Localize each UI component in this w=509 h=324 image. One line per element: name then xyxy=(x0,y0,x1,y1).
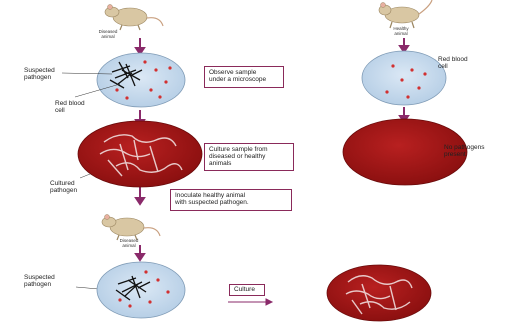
suspected-pathogen-label-2: Suspected pathogen xyxy=(24,274,55,288)
culture-sample-step-box: Culture sample from diseased or healthy … xyxy=(204,143,294,171)
culture-arrow xyxy=(228,299,272,305)
cultured-pathogen-label: Cultured pathogen xyxy=(50,180,77,194)
cultured-pathogen-agar-plate xyxy=(78,121,202,187)
suspected-pathogen-label: Suspected pathogen xyxy=(24,67,55,81)
healthy-blood-sample-dish xyxy=(362,51,446,105)
diseased-mouse-top-icon xyxy=(105,5,163,31)
observe-step-box: Observe sample under a microscope xyxy=(204,66,284,88)
diseased-blood-sample-dish xyxy=(97,53,185,107)
healthy-red-blood-cell-label: Red blood cell xyxy=(438,56,468,70)
healthy-mouse-top-icon xyxy=(379,0,432,28)
diseased-mouse-bottom-icon xyxy=(102,215,160,241)
healthy-animal-label: Healthy animal xyxy=(386,26,416,36)
diseased-animal-label: Diseased animal xyxy=(93,29,123,39)
reisolated-culture-agar-plate xyxy=(327,265,431,321)
diseased-animal-label-2: Diseased animal xyxy=(114,238,144,248)
inoculate-step-box: Inoculate healthy animal with suspected … xyxy=(170,189,292,211)
red-blood-cell-label: Red blood cell xyxy=(55,100,85,114)
reisolated-blood-sample-dish xyxy=(97,262,185,318)
no-pathogens-label: No pathogens present xyxy=(444,144,484,158)
culture-step-box: Culture xyxy=(229,284,265,296)
